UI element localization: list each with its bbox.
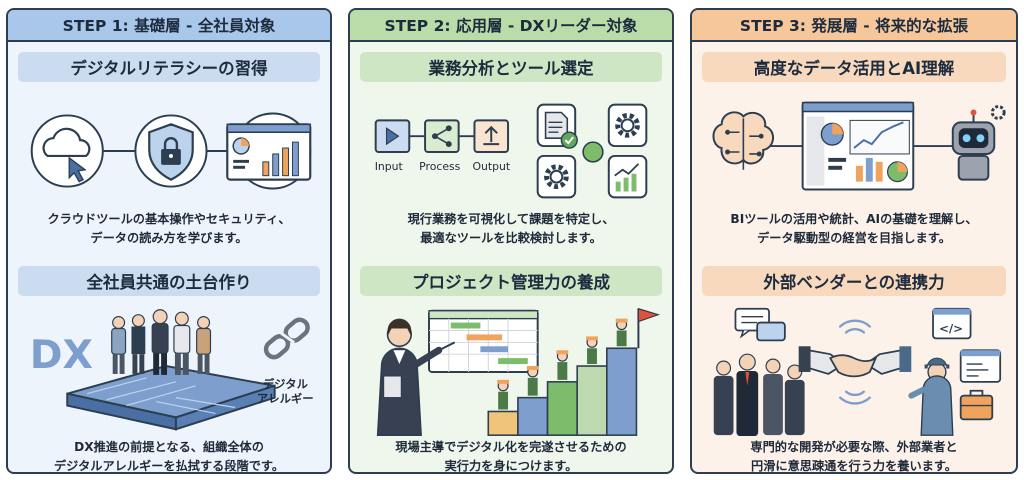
desc-line: データ駆動型の経営を目指します。 — [757, 231, 951, 245]
dashboard-icon — [226, 112, 312, 190]
document-check-icon — [536, 103, 578, 149]
toolbox-icon — [959, 389, 994, 421]
dashboard-icon — [959, 349, 1002, 383]
step1-foundation-illustration: DX — [30, 309, 314, 431]
engineer-icon — [908, 357, 954, 436]
step3-section2-desc: 専門的な開発が必要な際、外部業者と 円滑に意思疎通を行う力を養います。 — [698, 438, 1010, 473]
gantt-chart-icon — [428, 309, 539, 373]
gear-icon — [607, 103, 648, 148]
step2-panel: STEP 2: 応用層 - DXリーダー対象 業務分析とツール選定 Input … — [348, 8, 674, 474]
flow-output-label: Output — [472, 160, 510, 173]
speech-bubble-icon — [734, 307, 786, 342]
desc-line: 円滑に意思疎通を行う力を養います。 — [751, 459, 957, 473]
step3-vendor-illustration: </> — [713, 307, 1002, 436]
step2-analysis-illustration: Input Process Output — [374, 103, 648, 199]
team-people-icon — [111, 309, 212, 375]
flow-input-label: Input — [375, 160, 403, 173]
step2-project-illustration — [376, 307, 661, 436]
wifi-icon — [838, 319, 871, 405]
climbing-workers-icon — [487, 318, 638, 436]
dx-text: DX — [30, 332, 93, 378]
desc-line: 最適なツールを比較検討します。 — [420, 231, 602, 245]
desc-line: 専門的な開発が必要な際、外部業者と — [750, 440, 958, 454]
desc-line: データの読み方を学びます。 — [90, 231, 248, 245]
step2-header: STEP 2: 応用層 - DXリーダー対象 — [350, 10, 672, 42]
step3-data-illustration — [712, 101, 1006, 191]
chart-up-icon — [607, 154, 648, 199]
desc-line: 実行力を身につけます。 — [444, 459, 578, 473]
team-people-icon — [713, 353, 805, 436]
step3-panel: STEP 3: 発展層 - 将来的な拡張 高度なデータ活用とAI理解 — [690, 8, 1018, 474]
desc-line: クラウドツールの基本操作やセキュリティ、 — [47, 212, 291, 226]
step2-section1-title: 業務分析とツール選定 — [360, 52, 662, 82]
desc-line: デジタルアレルギーを払拭する段階です。 — [53, 459, 285, 473]
goal-flag-icon — [637, 307, 661, 349]
step1-section2-desc: DX推進の前提となる、組織全体の デジタルアレルギーを払拭する段階です。 — [14, 438, 324, 473]
allergy-tag-line1: デジタル — [263, 377, 309, 391]
step1-section1-desc: クラウドツールの基本操作やセキュリティ、 データの読み方を学びます。 — [14, 210, 324, 248]
step3-section1-title: 高度なデータ活用とAI理解 — [702, 52, 1006, 82]
step1-panel: STEP 1: 基礎層 - 全社員対象 デジタルリテラシーの習得 — [6, 8, 332, 474]
handshake-icon — [798, 346, 912, 378]
desc-line: 現行業務を可視化して課題を特定し、 — [407, 212, 615, 226]
gear-icon — [536, 154, 577, 199]
step1-literacy-illustration — [30, 112, 312, 190]
code-symbol: </> — [939, 321, 963, 335]
desc-line: DX推進の前提となる、組織全体の — [74, 440, 264, 454]
network-icon — [424, 119, 460, 153]
step3-header: STEP 3: 発展層 - 将来的な拡張 — [692, 10, 1016, 42]
step2-section1-desc: 現行業務を可視化して課題を特定し、 最適なツールを比較検討します。 — [356, 210, 666, 248]
robot-icon — [951, 105, 1006, 181]
shield-lock-icon — [134, 114, 208, 188]
brain-circuit-icon — [712, 111, 774, 170]
code-window-icon: </> — [932, 307, 972, 340]
upload-icon — [473, 119, 510, 153]
desc-line: BIツールの活用や統計、AIの基礎を理解し、 — [730, 212, 978, 226]
flow-process-label: Process — [419, 160, 461, 173]
step1-section2-title: 全社員共通の土台作り — [18, 266, 320, 296]
step1-header: STEP 1: 基礎層 - 全社員対象 — [8, 10, 330, 42]
desc-line: 現場主導でデジタル化を完遂させるための — [395, 440, 627, 454]
bi-dashboard-icon — [801, 101, 915, 191]
step3-section1-desc: BIツールの活用や統計、AIの基礎を理解し、 データ駆動型の経営を目指します。 — [698, 210, 1010, 248]
cloud-cursor-icon — [30, 114, 104, 188]
step1-section1-title: デジタルリテラシーの習得 — [18, 52, 320, 82]
play-icon — [374, 119, 411, 153]
step2-section2-desc: 現場主導でデジタル化を完遂させるための 実行力を身につけます。 — [356, 438, 666, 473]
chain-link-icon — [263, 317, 310, 360]
step3-section2-title: 外部ベンダーとの連携力 — [702, 266, 1006, 296]
allergy-tag-line2: アレルギー — [257, 392, 314, 406]
presenter-icon — [376, 318, 456, 436]
step2-section2-title: プロジェクト管理力の養成 — [360, 266, 662, 296]
